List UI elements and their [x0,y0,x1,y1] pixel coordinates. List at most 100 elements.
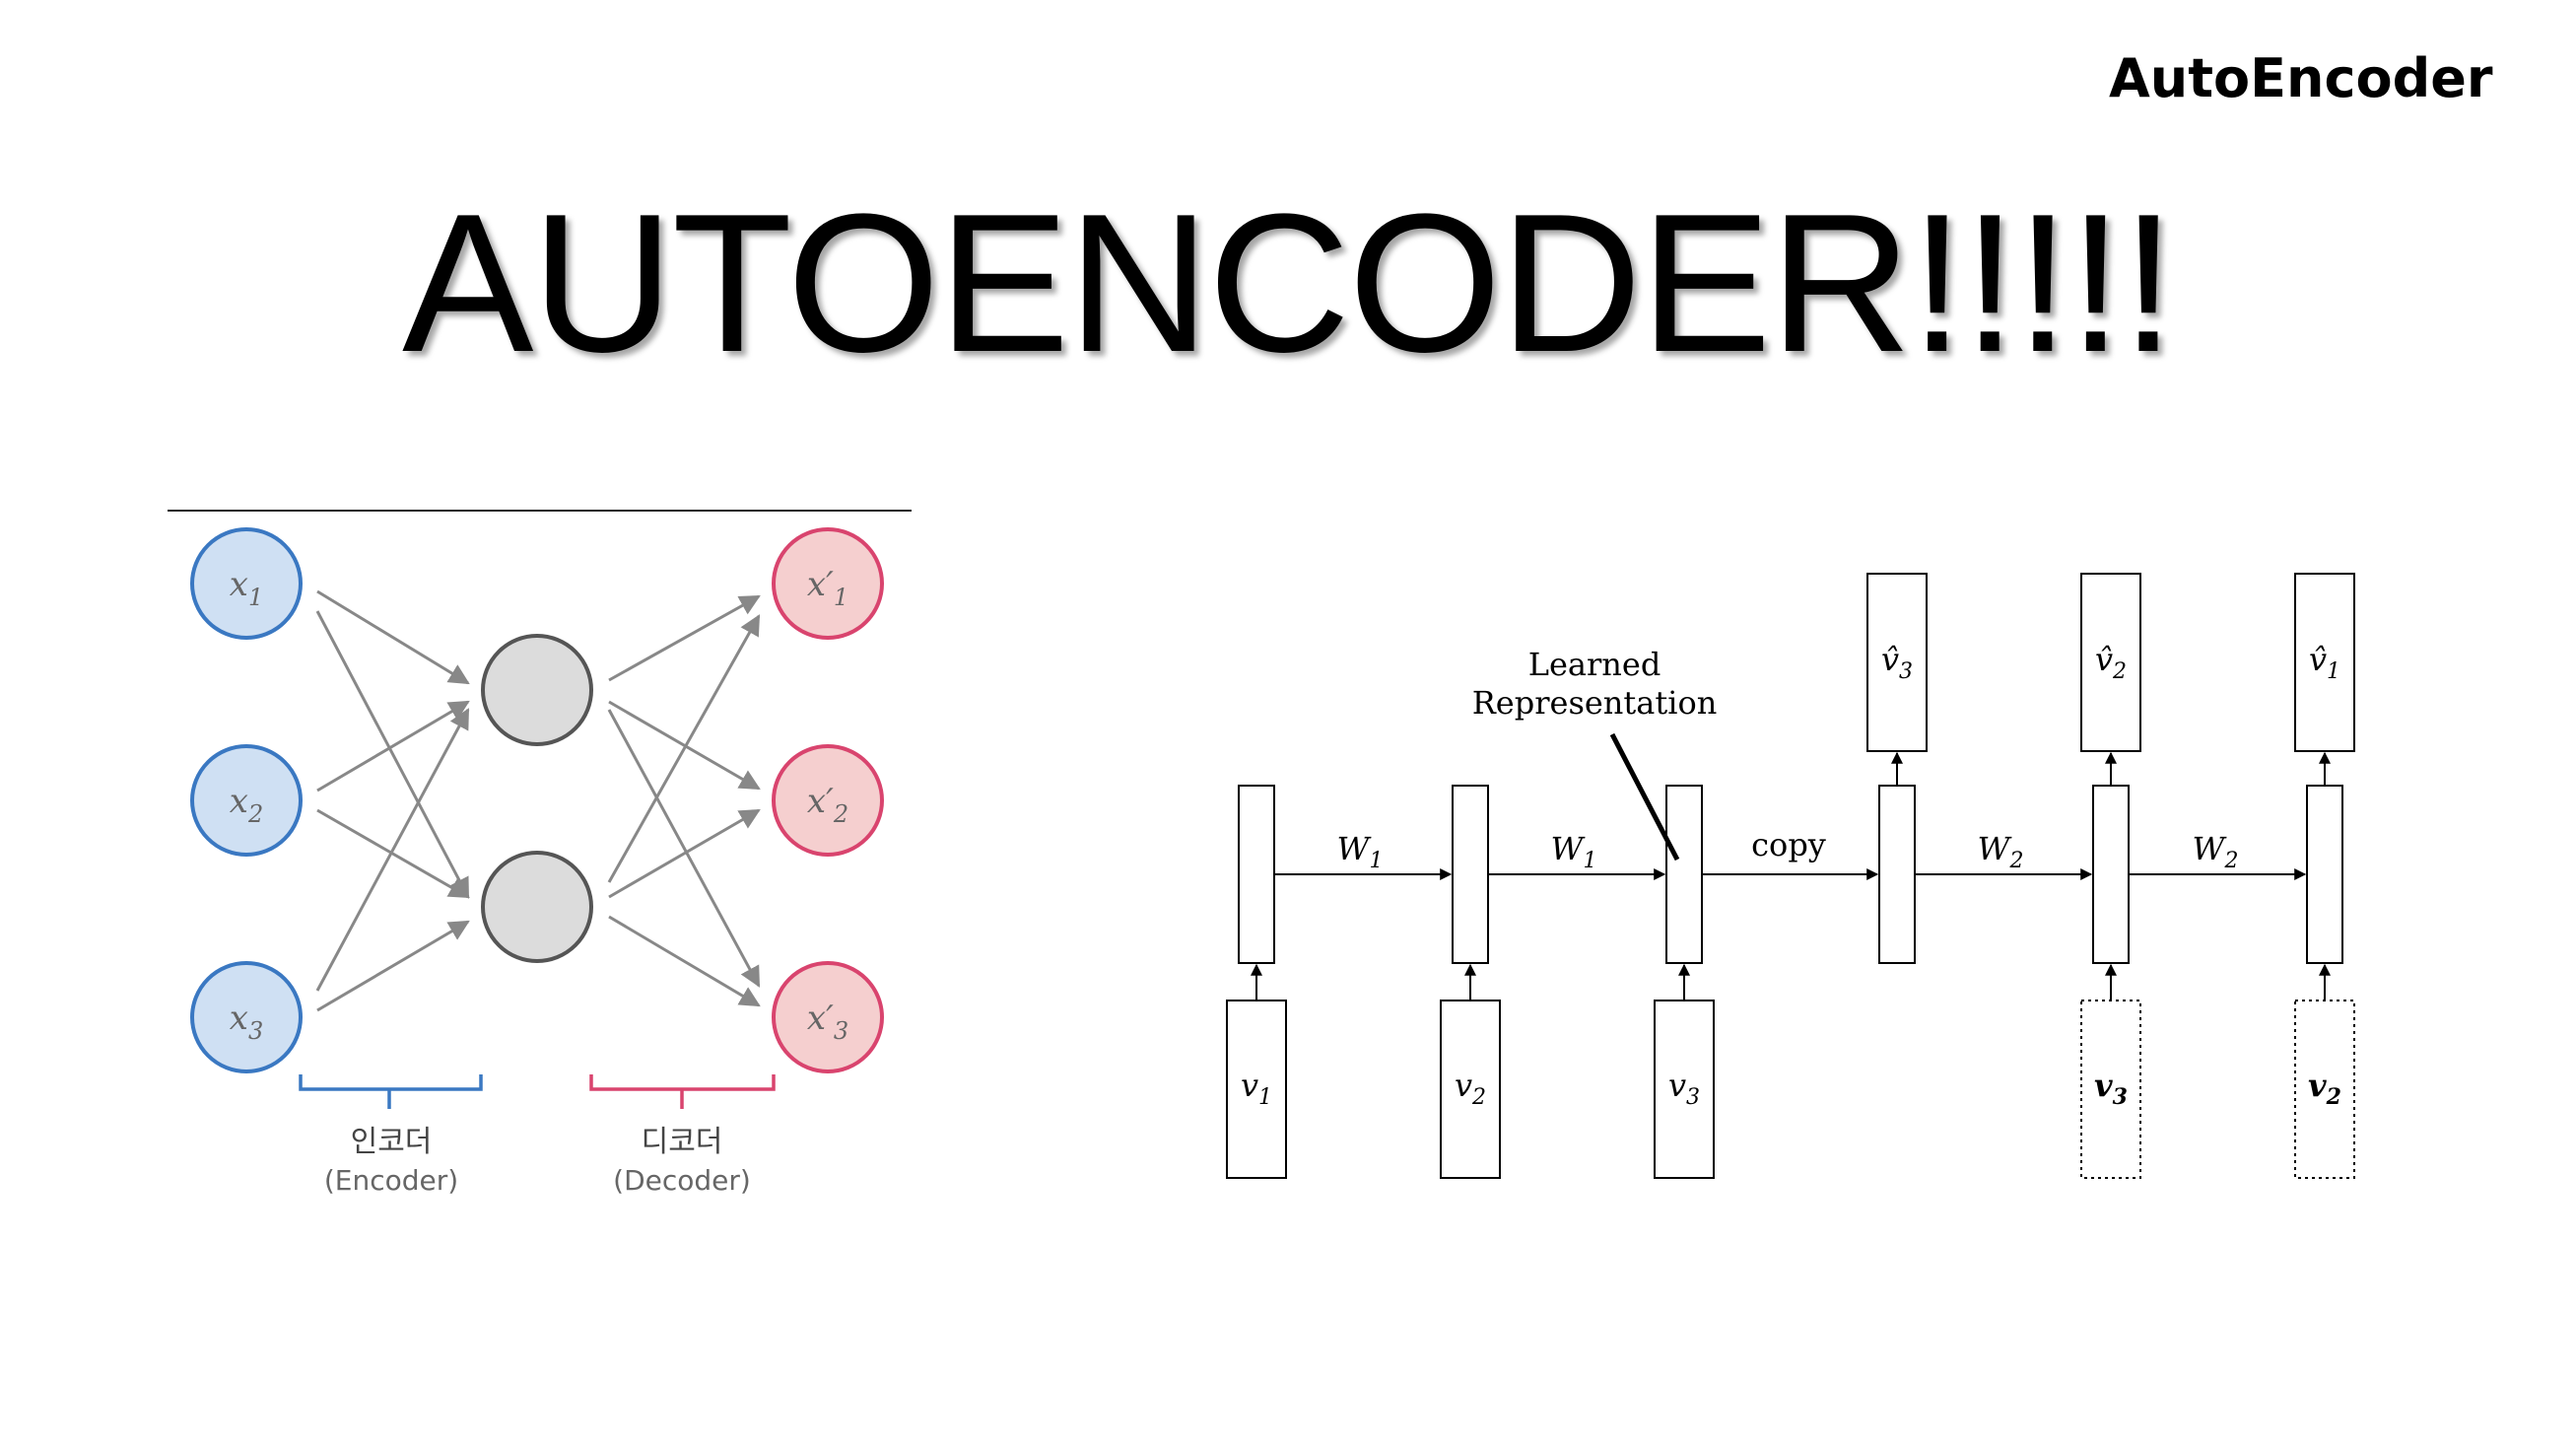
output-node-1-sub: 1 [834,584,848,611]
hidden-node-2 [481,851,593,963]
hidden-state-box-1 [1238,785,1275,964]
output-node-1: x′1 [772,527,884,640]
copy-label: copy [1751,826,1826,863]
input-box-v1-base: v [1241,1067,1258,1104]
weight-label-4-sub: 2 [2223,849,2238,873]
arrow-h1-y3 [607,709,761,988]
hidden-state-box-4 [1878,785,1916,964]
decoder-label: 디코더 [642,1125,723,1159]
learned-representation-label-line2: Representation [1472,684,1718,722]
input-node-2-sub: 2 [247,800,263,828]
corner-title: AutoEncoder [2109,47,2493,109]
svg-text:v̂1: v̂1 [2309,641,2340,684]
encoder-label: 인코더 [351,1125,433,1159]
svg-text:v2: v2 [2308,1067,2341,1110]
input-box-v1: v1 [1226,1000,1287,1179]
learned-representation-pointer [1609,732,1680,862]
input-box-v3: v3 [1654,1000,1715,1179]
autoencoder-network-diagram: x1 x2 x3 x′1 x′2 x′3 인코더 (Encoder) [168,510,912,1197]
hidden-state-box-3 [1665,785,1703,964]
arrow-x3-h2 [316,920,470,1012]
weight-label-3-base: W [1978,830,2013,867]
svg-text:v̂2: v̂2 [2095,641,2127,684]
output-node-3-base: x′ [807,999,834,1038]
hidden-state-box-2 [1452,785,1489,964]
svg-text:x′3: x′3 [807,999,848,1045]
weight-label-2-sub: 1 [1583,849,1596,873]
weight-label-1-base: W [1337,830,1373,867]
arrow-h2-y3 [608,915,761,1007]
input-box-v1-sub: 1 [1258,1085,1272,1110]
learned-representation-label-line1: Learned [1528,646,1661,683]
encoder-bracket [299,1074,483,1109]
input-node-2-base: x [230,782,248,821]
weight-label-2: W1 [1551,830,1597,873]
svg-text:x′1: x′1 [807,565,848,611]
weight-label-1: W1 [1337,830,1384,873]
output-node-2: x′2 [772,744,884,857]
output-box-vhat1: v̂1 [2294,573,2355,752]
input-box-v3-sub: 3 [1686,1085,1700,1110]
arrow-h2-y2 [608,808,761,899]
output-box-vhat3-sub: 3 [1899,659,1913,684]
decoder-arrows [607,594,761,1007]
hidden-state-box-5 [2092,785,2130,964]
svg-text:v2: v2 [1455,1067,1486,1110]
output-box-vhat1-base: v̂ [2309,641,2327,678]
input-node-1-base: x [230,565,248,604]
decoder-sublabel: (Decoder) [613,1164,751,1197]
output-node-1-base: x′ [807,565,834,604]
svg-text:v3: v3 [2094,1067,2128,1110]
output-node-2-sub: 2 [833,800,848,828]
page-title: AUTOENCODER!!!!! [402,173,2176,393]
weight-label-3-sub: 2 [2008,849,2023,873]
dashed-input-box-v2-sub: 2 [2326,1084,2341,1110]
arrow-x2-h1 [316,700,470,793]
output-box-vhat3: v̂3 [1866,573,1928,752]
input-node-3: x3 [190,961,303,1073]
input-node-1: x1 [190,527,303,640]
weight-label-4: W2 [2193,830,2239,873]
output-node-3-sub: 3 [834,1017,848,1045]
svg-text:v3: v3 [1668,1067,1700,1110]
input-node-1-sub: 1 [248,584,263,611]
input-node-2: x2 [190,744,303,857]
output-box-vhat2-base: v̂ [2095,641,2113,678]
arrow-x2-h2 [316,808,470,899]
arrow-h1-y2 [608,700,761,791]
encoder-arrows [315,589,470,1012]
sequence-autoencoder-diagram: W1 W1 copy W2 W2 Learned Representation … [1226,573,2355,1179]
hidden-state-box-6 [2306,785,2343,964]
svg-text:x2: x2 [230,782,263,828]
arrow-h1-y1 [608,594,761,682]
arrow-x1-h1 [316,589,470,685]
input-box-v2-sub: 2 [1471,1085,1486,1110]
input-box-v3-base: v [1668,1067,1686,1104]
dashed-input-box-v2: v2 [2294,1000,2355,1179]
input-box-v2: v2 [1440,1000,1501,1179]
dashed-input-box-v3: v3 [2080,1000,2141,1179]
output-box-vhat2-sub: 2 [2112,659,2127,684]
input-node-3-base: x [230,999,248,1038]
decoder-bracket [589,1074,776,1109]
output-node-3: x′3 [772,961,884,1073]
output-box-vhat2: v̂2 [2080,573,2141,752]
svg-text:v1: v1 [1241,1067,1272,1110]
arrow-x1-h2 [315,610,470,899]
arrow-h2-y1 [607,614,761,883]
weight-label-1-sub: 1 [1369,849,1383,873]
dashed-input-box-v2-base: v [2308,1067,2327,1104]
svg-text:x1: x1 [230,565,263,611]
encoder-sublabel: (Encoder) [324,1164,458,1197]
svg-text:v̂3: v̂3 [1881,641,1913,684]
input-box-v2-base: v [1455,1067,1472,1104]
output-box-vhat1-sub: 1 [2327,659,2340,684]
dashed-input-box-v3-sub: 3 [2113,1084,2128,1110]
input-node-3-sub: 3 [248,1017,263,1045]
weight-label-4-base: W [2193,830,2228,867]
weight-label-2-base: W [1551,830,1587,867]
svg-text:x3: x3 [230,999,263,1045]
dashed-input-box-v3-base: v [2094,1067,2113,1104]
output-node-2-base: x′ [807,782,834,821]
